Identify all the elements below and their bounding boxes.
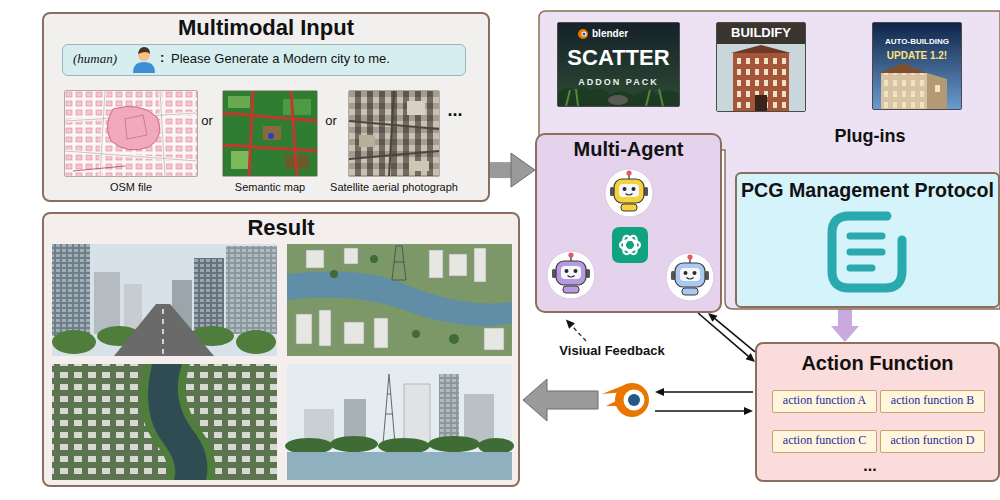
tool-call-arrows (655, 392, 753, 411)
prompt-bubble-art (133, 47, 155, 73)
osm-thumbnail-art (65, 91, 197, 176)
action-function-box: action function B (880, 390, 985, 413)
satellite-thumbnail-art (349, 91, 439, 176)
semantic-map-thumbnail: Semantic map (222, 90, 318, 177)
osm-thumbnail-art (65, 91, 197, 176)
return-arrow (715, 319, 755, 352)
protocol-box-art (832, 216, 902, 288)
blender-logo (602, 383, 649, 417)
prompt-text: Please Generate a Modern city to me. (171, 52, 390, 67)
function-name: action function B (891, 394, 974, 408)
function-name: action function D (891, 434, 975, 448)
blender-logo (624, 390, 645, 411)
action-function-panel: Action Function action function A action f… (755, 342, 1000, 482)
protocol-arrow (838, 308, 852, 326)
box-title: Action Function (801, 352, 953, 375)
satellite-thumbnail-art (349, 91, 439, 176)
speaker-colon: : (160, 51, 164, 66)
result-panel-art (44, 214, 518, 485)
multi-agent-box-art (547, 169, 714, 301)
logo-text: blender (592, 28, 628, 40)
scatter-plugin-image: blenderSCATTER ADDON PACK (557, 22, 680, 107)
result-panel: Result (42, 212, 520, 487)
or-separator: or (325, 114, 337, 129)
multi-agent-box-art (537, 135, 720, 311)
product-title: SCATTER (567, 45, 669, 70)
render-to-result-arrow (523, 379, 598, 421)
autobuilding-plugin-image: AUTO-BUILDING UPDATE 1.2! (872, 22, 962, 110)
render-to-result-arrow (523, 379, 598, 421)
tool-call-arrows (664, 391, 753, 393)
panel-title: Multimodal Input (178, 15, 354, 40)
product-subtitle: ADDON PACK (578, 77, 658, 87)
function-name: action function A (783, 394, 866, 408)
arrow-label: Visiual Feedback (559, 344, 664, 359)
satellite-thumbnail: Satellite aerial photograph (348, 90, 440, 177)
function-name: action function C (783, 434, 866, 448)
action-function-box: action function C (772, 430, 877, 453)
input-panel: Multimodal Input (human): Please Generate … (42, 12, 490, 202)
autobuilding-plugin-image-art (873, 23, 961, 109)
speaker-tag: (human) (73, 52, 117, 67)
action-function-box: action function D (880, 430, 985, 453)
scatter-plugin-image-art (558, 23, 679, 106)
multi-agent-box: Multi-Agent (535, 133, 722, 313)
semantic-map-thumbnail-art (223, 91, 317, 176)
tool-call-arrows (655, 410, 744, 412)
ellipsis: ... (447, 100, 462, 121)
product-subtitle: UPDATE 1.2! (887, 50, 947, 62)
product-title: AUTO-BUILDING (885, 37, 949, 46)
product-title: BUILDIFY (731, 26, 791, 41)
action-function-box: action function A (772, 390, 877, 413)
dispatch-arrow (698, 313, 748, 356)
buildify-plugin-image-art (717, 23, 805, 111)
panel-title: Plug-ins (835, 126, 906, 147)
blender-logo (615, 383, 649, 417)
thumbnail-caption: Semantic map (235, 181, 305, 194)
buildify-plugin-image: BUILDIFY (716, 22, 806, 112)
visual-feedback-arrow (572, 326, 586, 341)
or-separator: or (201, 114, 213, 129)
osm-thumbnail: OSM file (64, 90, 198, 177)
input-flow-arrow (490, 162, 511, 178)
protocol-box: PCG Management Protocol (735, 172, 1000, 308)
box-title: Multi-Agent (574, 138, 684, 161)
result-panel-art (52, 244, 514, 480)
box-title: PCG Management Protocol (741, 179, 994, 202)
thumbnail-caption: Satellite aerial photograph (330, 181, 458, 194)
thumbnail-caption: OSM file (110, 181, 152, 194)
autobuilding-plugin-image-art (873, 23, 961, 109)
panel-title: Result (247, 215, 314, 240)
prompt-bubble: (human): Please Generate a Modern city to… (62, 44, 466, 76)
semantic-map-thumbnail-art (223, 91, 317, 176)
ellipsis: ... (863, 457, 876, 475)
visual-feedback-arrow (572, 326, 586, 341)
blender-logo (628, 394, 640, 406)
